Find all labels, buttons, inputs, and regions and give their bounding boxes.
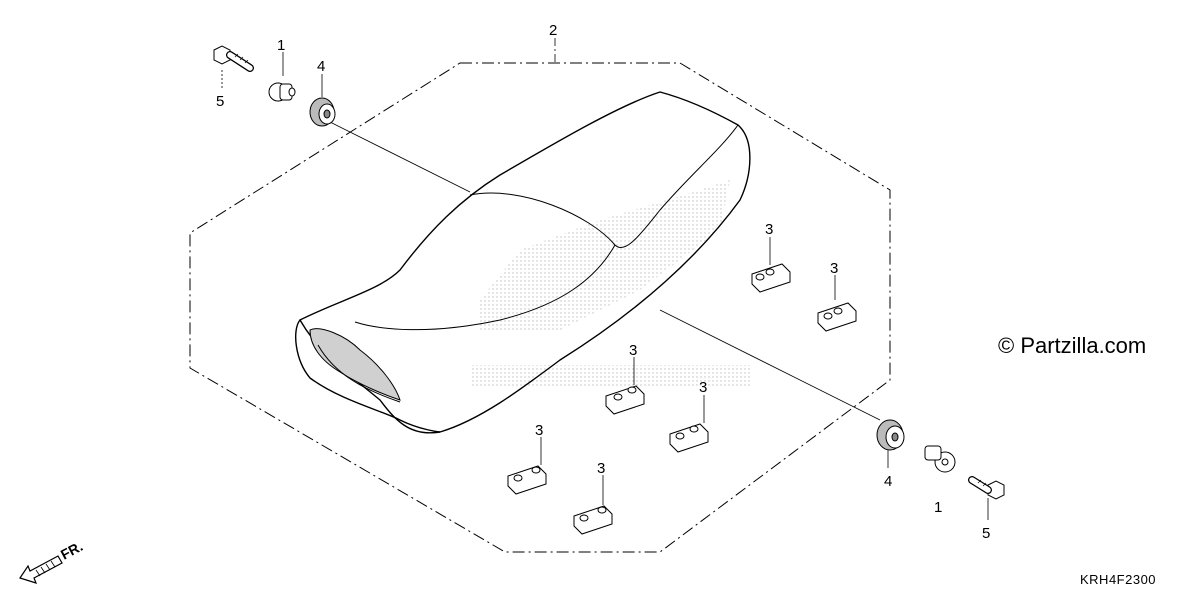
seat-rear-inner [309,328,401,401]
callout-5-bottom: 5 [982,525,990,542]
callout-5-top: 5 [216,93,224,110]
leader-lines [221,38,989,520]
grommet-part-4-top[interactable] [309,97,336,127]
cushion-part-3-c[interactable] [605,385,645,415]
callout-4-bottom: 4 [884,473,892,490]
callout-labels: 1 2 4 5 3 3 3 3 3 3 4 1 5 [216,22,990,542]
seat-rear-hump [295,319,441,433]
seat-top-outline [299,91,751,434]
seat-side-line [354,244,616,331]
front-arrow-icon [19,555,63,584]
collar-part-1-bottom[interactable] [924,445,956,473]
seat-logo-texture [470,180,750,387]
cushion-part-3-a[interactable] [751,263,791,293]
front-label: FR. [58,538,85,563]
callout-3-c: 3 [629,342,637,359]
callout-3-e: 3 [535,422,543,439]
cushion-part-3-e[interactable] [507,465,547,495]
seat-assembly[interactable] [295,91,751,434]
callout-3-b: 3 [830,260,838,277]
callout-3-a: 3 [765,221,773,238]
cushion-part-3-f[interactable] [573,505,613,535]
diagram-code: KRH4F2300 [1080,572,1157,587]
callout-3-f: 3 [597,460,605,477]
collar-part-1-top[interactable] [268,82,296,102]
callout-1-bottom: 1 [934,499,942,516]
bolt-part-5-top[interactable] [213,45,254,72]
seat-seam-line [469,124,739,248]
grommet-part-4-bottom[interactable] [876,419,905,451]
bolt-part-5-bottom[interactable] [968,476,1005,500]
front-direction-indicator: FR. [19,538,85,584]
callout-4-top: 4 [317,58,325,75]
cushion-part-3-d[interactable] [669,423,709,453]
callout-1-top: 1 [277,37,285,54]
callout-2: 2 [549,22,557,39]
callout-3-d: 3 [699,379,707,396]
seat-rear-base [317,344,401,403]
copyright-notice: © Partzilla.com [998,333,1147,358]
cushion-part-3-b[interactable] [817,302,857,332]
